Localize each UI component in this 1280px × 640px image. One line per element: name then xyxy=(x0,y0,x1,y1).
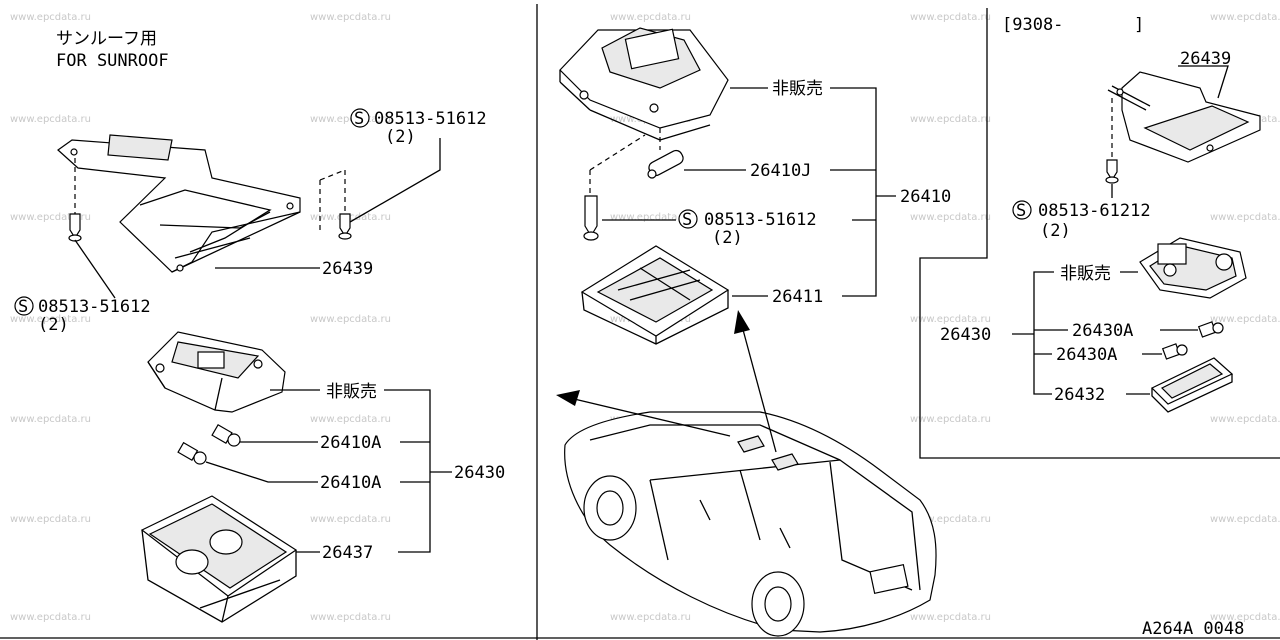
part-number-screw-top: 08513-51612 xyxy=(374,109,487,129)
bulb-drawings xyxy=(177,423,241,465)
part-number-bulb-a2: 26430A xyxy=(1056,345,1117,365)
watermark: www.epcdata.ru xyxy=(1210,212,1280,223)
watermark: www.epcdata.ru xyxy=(10,114,91,125)
watermark: www.epcdata.ru xyxy=(910,514,991,525)
group-bracket xyxy=(1033,271,1054,395)
screw-drawing xyxy=(1105,98,1119,184)
screw-symbol-icon xyxy=(678,209,698,229)
part-number-lens: 26432 xyxy=(1054,385,1105,405)
watermark: www.epcdata.ru xyxy=(310,612,391,623)
leader-line xyxy=(1178,65,1229,99)
watermark: www.epcdata.ru xyxy=(610,12,691,23)
screw-callout-top: S 08513-51612 (2) xyxy=(349,108,487,223)
leader-line xyxy=(205,461,318,483)
frame-lines xyxy=(0,4,1280,640)
watermark: www.epcdata.ru xyxy=(1210,314,1280,325)
screw-symbol: S xyxy=(682,210,692,230)
vehicle-drawing xyxy=(564,411,937,637)
screw-drawing xyxy=(583,134,646,241)
screw-symbol: S xyxy=(1016,201,1026,221)
watermark-grid: www.epcdata.ru www.epcdata.ru www.epcdat… xyxy=(10,12,1280,623)
sunroof-title-jp: サンルーフ用 xyxy=(56,29,157,49)
screw-symbol: S xyxy=(18,297,28,317)
sunroof-title-en: FOR SUNROOF xyxy=(56,51,169,71)
quantity-screw: (2) xyxy=(712,228,743,248)
watermark: www.epcdata.ru xyxy=(310,114,391,125)
watermark: www.epcdata.ru xyxy=(1210,514,1280,525)
lamp-housing-drawing xyxy=(147,331,320,413)
standard-section: 非販売 26410J S 08513-51612 (2) xyxy=(556,27,951,637)
watermark: www.epcdata.ru xyxy=(610,212,691,223)
screw-symbol-icon xyxy=(14,296,34,316)
watermark: www.epcdata.ru xyxy=(310,414,391,425)
location-arrows xyxy=(556,310,777,453)
watermark: www.epcdata.ru xyxy=(10,12,91,23)
watermark: www.epcdata.ru xyxy=(1210,612,1280,623)
quantity-screw-left: (2) xyxy=(38,315,69,335)
lamp-assembly-drawing xyxy=(559,27,729,141)
diagram-id: A264A 0048 xyxy=(1142,619,1244,639)
watermark: www.epcdata.ru xyxy=(310,12,391,23)
part-number-lens: 26411 xyxy=(772,287,823,307)
part-number-bulb-a1: 26430A xyxy=(1072,321,1133,341)
watermark: www.epcdata.ru xyxy=(310,314,391,325)
watermark: www.epcdata.ru xyxy=(910,212,991,223)
watermark: www.epcdata.ru xyxy=(10,514,91,525)
watermark: www.epcdata.ru xyxy=(1210,414,1280,425)
part-number-assy: 26430 xyxy=(940,325,991,345)
production-date-close: ] xyxy=(1134,15,1144,35)
group-bracket xyxy=(830,87,877,297)
bulb-drawings xyxy=(1161,321,1224,360)
part-number-bracket: 26439 xyxy=(322,259,373,279)
sunroof-section: サンルーフ用 FOR SUNROOF S xyxy=(14,29,505,623)
watermark: www.epcdata.ru xyxy=(610,612,691,623)
screw-symbol-icon xyxy=(1012,200,1032,220)
not-sold-label: 非販売 xyxy=(326,382,377,402)
screw-drawing xyxy=(68,158,352,242)
quantity-screw: (2) xyxy=(1040,221,1071,241)
watermark: www.epcdata.ru xyxy=(10,212,91,223)
part-number-screw: 08513-61212 xyxy=(1038,201,1151,221)
watermark: www.epcdata.ru xyxy=(10,414,91,425)
watermark: www.epcdata.ru xyxy=(910,12,991,23)
watermark: www.epcdata.ru xyxy=(1210,12,1280,23)
screw-symbol-icon xyxy=(350,108,370,128)
watermark: www.epcdata.ru xyxy=(910,414,991,425)
part-number-assy: 26410 xyxy=(900,187,951,207)
part-number-bulb-a2: 26410A xyxy=(320,473,381,493)
bracket-26439-drawing xyxy=(1107,71,1261,163)
watermark: www.epcdata.ru xyxy=(910,114,991,125)
production-date-label: [9308- xyxy=(1002,15,1063,35)
lamp-drawing xyxy=(1139,237,1247,299)
watermark: www.epcdata.ru xyxy=(10,612,91,623)
part-number-screw: 08513-51612 xyxy=(704,210,817,230)
lens-drawing xyxy=(1150,357,1234,413)
watermark: www.epcdata.ru xyxy=(910,314,991,325)
group-bracket xyxy=(384,389,431,553)
variant-box-border xyxy=(919,8,1280,459)
part-number-assy: 26430 xyxy=(454,463,505,483)
part-number-bracket: 26439 xyxy=(1180,49,1231,69)
lens-drawing xyxy=(140,495,298,623)
part-number-lens: 26437 xyxy=(322,543,373,563)
part-number-bulb: 26410J xyxy=(750,161,811,181)
screw-symbol: S xyxy=(354,109,364,129)
from-date-section: [9308- ] 26439 S 08513-61212 (2) xyxy=(940,15,1261,413)
not-sold-label: 非販売 xyxy=(1060,264,1111,284)
lens-drawing xyxy=(580,245,730,345)
watermark: www.epcdata.ru xyxy=(310,514,391,525)
bulb-drawing xyxy=(647,128,684,179)
not-sold-label: 非販売 xyxy=(772,79,823,99)
watermark: www.epcdata.ru xyxy=(10,314,91,325)
part-number-screw-left: 08513-51612 xyxy=(38,297,151,317)
screw-callout-left: S 08513-51612 (2) xyxy=(14,239,151,335)
quantity-screw-top: (2) xyxy=(385,127,416,147)
watermark: www.epcdata.ru xyxy=(910,612,991,623)
part-number-bulb-a1: 26410A xyxy=(320,433,381,453)
bracket-26439-drawing xyxy=(57,134,301,273)
